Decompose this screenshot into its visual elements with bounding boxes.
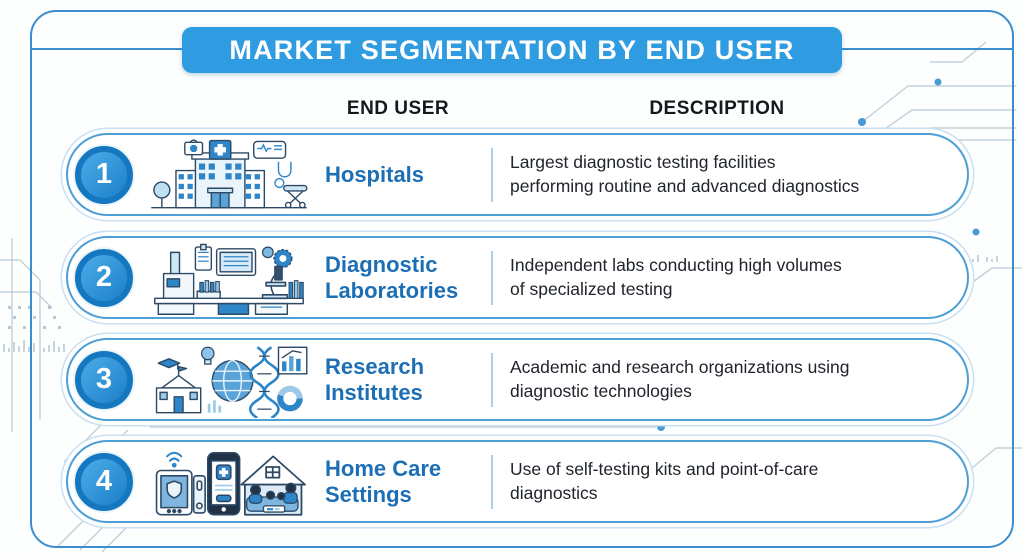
laboratory-icon <box>154 243 304 315</box>
end-user-name: Diagnostic Laboratories <box>325 251 459 303</box>
hospital-illustration-icon <box>133 135 325 214</box>
row-number-badge: 3 <box>75 350 133 409</box>
page-title: MARKET SEGMENTATION BY END USER <box>182 27 842 73</box>
end-user-description: Largest diagnostic testing facilities pe… <box>510 152 860 196</box>
row-divider <box>491 352 493 407</box>
column-header-end-user: END USER <box>346 98 450 119</box>
row-number-badge: 4 <box>75 452 133 511</box>
laboratory-illustration-icon <box>133 238 325 317</box>
row-number-badge: 2 <box>75 248 133 307</box>
end-user-description: Independent labs conducting high volumes… <box>510 255 842 299</box>
end-user-name: Home Care Settings <box>325 455 442 507</box>
segment-row-home-care-settings: 4 <box>66 440 969 523</box>
segment-row-hospitals: 1 <box>66 133 969 216</box>
end-user-description: Academic and research organizations usin… <box>510 357 850 401</box>
home-care-icon <box>155 451 306 516</box>
column-header-description: DESCRIPTION <box>649 98 785 119</box>
hospital-icon <box>151 138 308 208</box>
research-illustration-icon <box>133 340 325 419</box>
row-divider <box>491 250 493 305</box>
row-number-badge: 1 <box>75 145 133 204</box>
segment-row-research-institutes: 3 <box>66 338 969 421</box>
end-user-name: Research Institutes <box>325 353 425 405</box>
row-divider <box>491 147 493 202</box>
end-user-description: Use of self-testing kits and point-of-ca… <box>510 459 819 503</box>
home-care-illustration-icon <box>133 442 325 521</box>
research-icon <box>155 345 308 418</box>
end-user-name: Hospitals <box>325 161 425 187</box>
segment-row-diagnostic-laboratories: 2 <box>66 236 969 319</box>
row-divider <box>491 454 493 509</box>
